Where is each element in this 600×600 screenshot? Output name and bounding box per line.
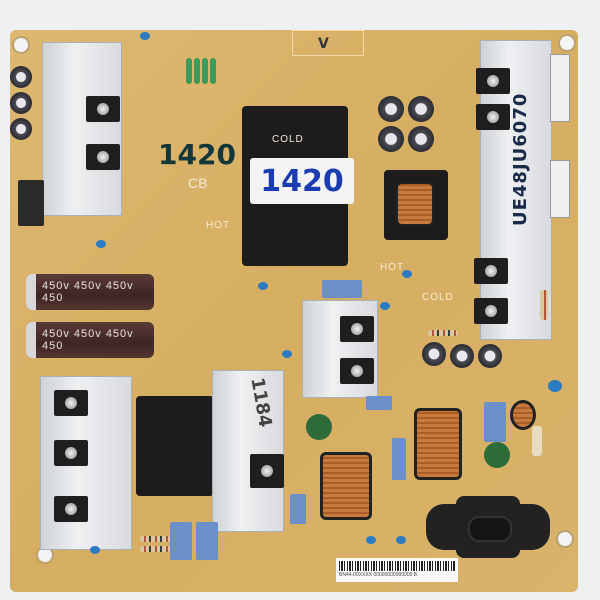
mosfet [54, 496, 88, 522]
ceramic-capacitor [282, 350, 292, 358]
fuse [532, 426, 542, 456]
silkscreen-cold: COLD [272, 134, 304, 145]
capacitor-rating: 450v 450v 450v 450 [42, 328, 134, 352]
resistor [194, 58, 200, 84]
x-capacitor [290, 494, 306, 524]
ceramic-capacitor [380, 302, 390, 310]
silkscreen-hot: HOT [206, 220, 231, 231]
barcode-text: BN44-00XXXX 00000000000000 B [339, 572, 418, 578]
x-capacitor [170, 522, 192, 560]
capacitor [422, 342, 446, 366]
capacitor [10, 66, 32, 88]
mosfet [86, 144, 120, 170]
pcb-board: 1420 CB 1420 V UE48JU6070 450v 450v 450v… [10, 30, 578, 592]
output-connector [550, 54, 570, 122]
mounting-hole [558, 34, 576, 52]
film-capacitor [366, 396, 392, 410]
mosfet [250, 454, 284, 488]
mosfet [474, 258, 508, 284]
mosfet [476, 68, 510, 94]
heatsink-top-left [42, 42, 122, 216]
resistor [186, 58, 192, 84]
capacitor [378, 96, 404, 122]
ceramic-capacitor [548, 380, 562, 392]
pfc-inductor [136, 396, 214, 496]
ceramic-capacitor [366, 536, 376, 544]
resistor [140, 536, 170, 542]
resistor [202, 58, 208, 84]
ceramic-capacitor [258, 282, 268, 290]
silkscreen-cold: COLD [422, 292, 454, 303]
mosfet [54, 390, 88, 416]
capacitor [378, 126, 404, 152]
capacitor-rating: 450v 450v 450v 450 [42, 280, 134, 304]
bulk-capacitor: 450v 450v 450v 450 [26, 274, 154, 310]
resistor [210, 58, 216, 84]
mosfet [86, 96, 120, 122]
mosfet [54, 440, 88, 466]
transformer-label: 1420 [250, 158, 354, 204]
ceramic-capacitor [90, 546, 100, 554]
heatsink-lower [212, 370, 284, 532]
mosfet [476, 104, 510, 130]
transformer-winding [396, 182, 434, 226]
silkscreen-hot: HOT [380, 262, 405, 273]
toroid-inductor [510, 400, 536, 430]
ceramic-capacitor [140, 32, 150, 40]
ceramic-capacitor [96, 240, 106, 248]
cb-marking: CB [188, 175, 208, 191]
resistor [428, 330, 458, 336]
silkscreen-box [292, 30, 364, 56]
varistor [484, 442, 510, 468]
barcode-label: BN44-00XXXX 00000000000000 B [336, 558, 458, 582]
x-capacitor [392, 438, 406, 480]
film-capacitor [322, 280, 362, 298]
output-connector [550, 160, 570, 218]
capacitor [408, 96, 434, 122]
capacitor [10, 92, 32, 114]
input-connector [18, 180, 44, 226]
ceramic-capacitor [402, 270, 412, 278]
capacitor [450, 344, 474, 368]
resistor [540, 290, 548, 320]
common-mode-choke [320, 452, 372, 520]
mosfet [340, 316, 374, 342]
bulk-capacitor: 450v 450v 450v 450 [26, 322, 154, 358]
mosfet [474, 298, 508, 324]
handwritten-board-marking: 1420 [158, 138, 236, 171]
mounting-hole [556, 530, 574, 548]
check-mark: V [318, 36, 329, 52]
mounting-hole [12, 36, 30, 54]
capacitor [10, 118, 32, 140]
varistor [306, 414, 332, 440]
capacitor [408, 126, 434, 152]
ac-power-socket [456, 496, 520, 558]
x-capacitor [196, 522, 218, 560]
capacitor [478, 344, 502, 368]
ceramic-capacitor [396, 536, 406, 544]
common-mode-choke [414, 408, 462, 480]
mosfet [340, 358, 374, 384]
x-capacitor [484, 402, 506, 442]
handwritten-model-number: UE48JU6070 [510, 92, 531, 226]
resistor [140, 546, 170, 552]
